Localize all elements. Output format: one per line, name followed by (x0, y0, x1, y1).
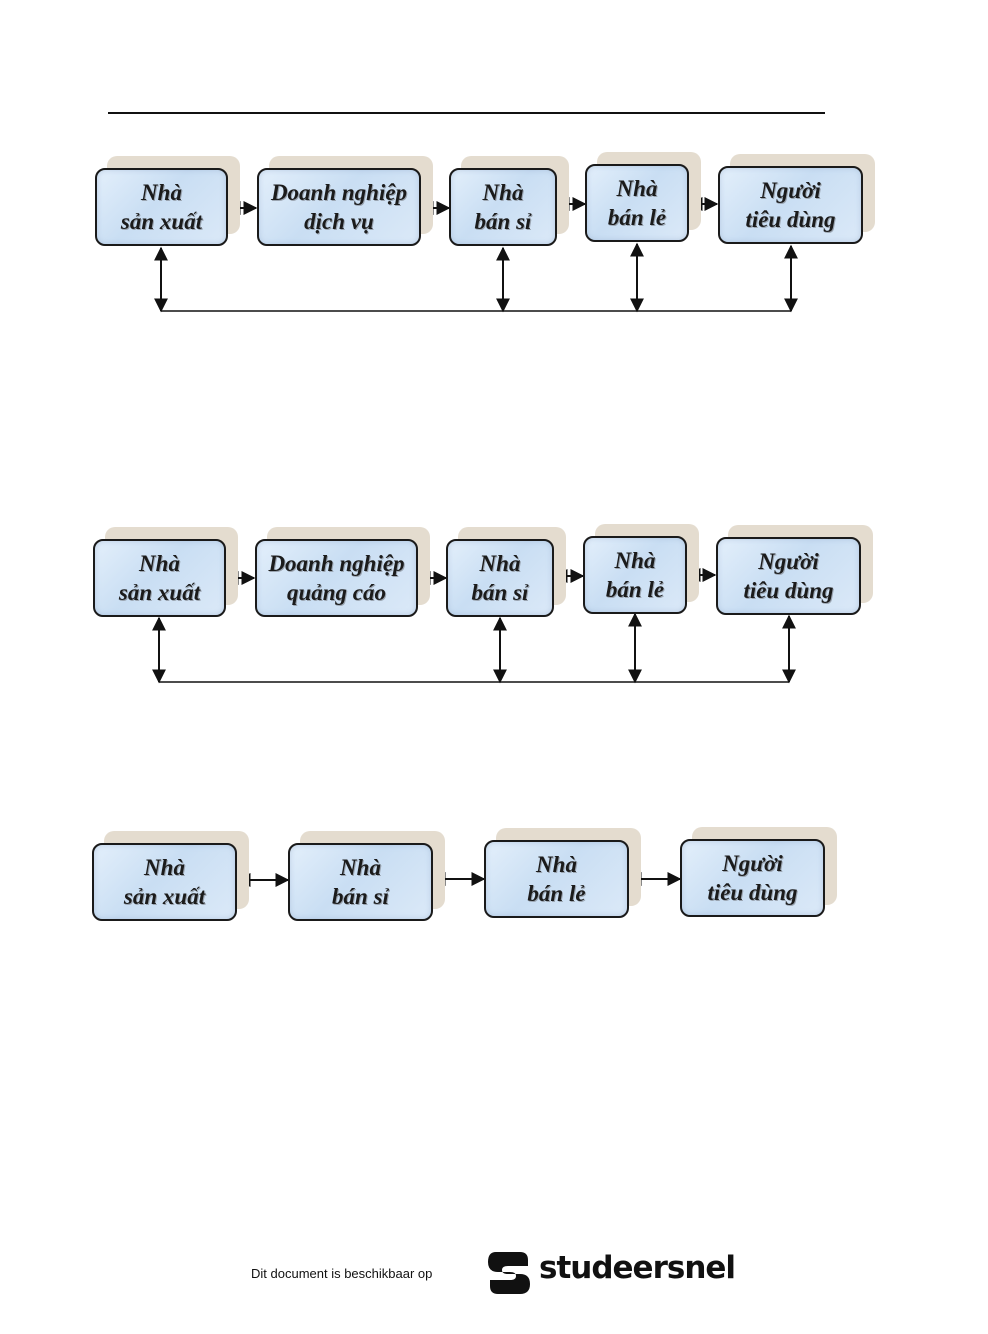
node-label-line1: Nhà (340, 853, 381, 882)
node-label-line2: bán lẻ (527, 879, 585, 908)
node-label-line2: tiêu dùng (707, 878, 797, 907)
node-label-line2: bán sỉ (332, 882, 389, 911)
footer: Dit document is beschikbaar op studeersn… (0, 1240, 988, 1310)
node-label-line1: Nhà (144, 853, 185, 882)
diagram-3-connectors (0, 0, 988, 940)
footer-text: Dit document is beschikbaar op (251, 1266, 432, 1281)
node-label-line1: Người (722, 849, 783, 878)
node-label-line1: Nhà (536, 850, 577, 879)
node-retailer: Nhà bán lẻ (484, 840, 629, 918)
node-producer: Nhà sản xuất (92, 843, 237, 921)
studeersnel-logo-icon[interactable] (486, 1248, 532, 1298)
node-label-line2: sản xuất (124, 882, 205, 911)
node-consumer: Người tiêu dùng (680, 839, 825, 917)
brand-name[interactable]: studeersnel (539, 1250, 735, 1286)
node-wholesaler: Nhà bán sỉ (288, 843, 433, 921)
diagram-direct-channel: Nhà sản xuất Nhà bán sỉ Nhà bán lẻ Người… (0, 0, 988, 940)
